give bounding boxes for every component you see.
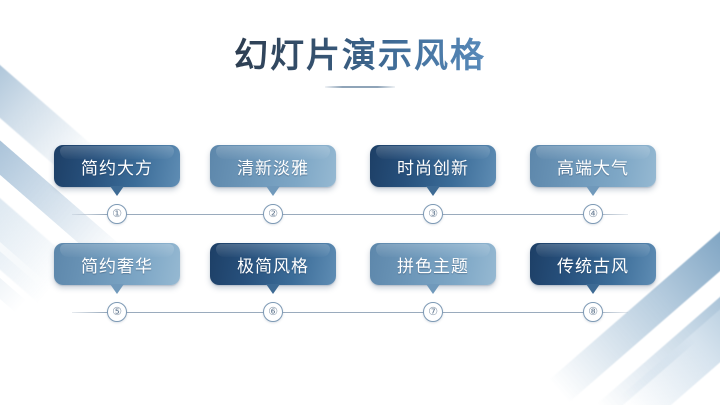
title-block: 幻灯片演示风格: [0, 36, 720, 89]
chip-cell-8: 传统古风 ⑧: [530, 243, 656, 322]
chip-label-3: 时尚创新: [397, 158, 469, 178]
chip-button-1[interactable]: 简约大方: [54, 145, 180, 187]
chip-cell-5: 简约奢华 ⑤: [54, 243, 180, 322]
chip-cell-3: 时尚创新 ③: [370, 145, 496, 224]
chip-cell-2: 清新淡雅 ②: [210, 145, 336, 224]
chip-pointer-6: [266, 284, 280, 294]
timeline-axis-2: [72, 312, 628, 313]
chip-row-1: 简约大方 ① 清新淡雅 ② 时尚创新 ③ 高端大气 ④: [0, 145, 720, 225]
chip-cell-6: 极简风格 ⑥: [210, 243, 336, 322]
chip-pointer-3: [426, 186, 440, 196]
chip-button-4[interactable]: 高端大气: [530, 145, 656, 187]
chip-label-8: 传统古风: [557, 256, 629, 276]
page-title: 幻灯片演示风格: [234, 37, 486, 75]
step-number-8: ⑧: [583, 302, 603, 322]
chip-pointer-4: [586, 186, 600, 196]
chip-cell-1: 简约大方 ①: [54, 145, 180, 224]
chip-button-6[interactable]: 极简风格: [210, 243, 336, 285]
chip-pointer-2: [266, 186, 280, 196]
chip-label-6: 极简风格: [237, 256, 309, 276]
chip-pointer-1: [110, 186, 124, 196]
chip-button-2[interactable]: 清新淡雅: [210, 145, 336, 187]
step-number-4: ④: [583, 204, 603, 224]
chip-button-3[interactable]: 时尚创新: [370, 145, 496, 187]
chip-button-7[interactable]: 拼色主题: [370, 243, 496, 285]
chip-pointer-5: [110, 284, 124, 294]
chip-cell-4: 高端大气 ④: [530, 145, 656, 224]
chip-label-1: 简约大方: [81, 158, 153, 178]
chip-label-7: 拼色主题: [397, 256, 469, 276]
chip-label-2: 清新淡雅: [237, 158, 309, 178]
chip-button-5[interactable]: 简约奢华: [54, 243, 180, 285]
step-number-1: ①: [107, 204, 127, 224]
step-number-5: ⑤: [107, 302, 127, 322]
step-number-3: ③: [423, 204, 443, 224]
step-number-2: ②: [263, 204, 283, 224]
chip-row-2: 简约奢华 ⑤ 极简风格 ⑥ 拼色主题 ⑦ 传统古风 ⑧: [0, 243, 720, 323]
chip-pointer-8: [586, 284, 600, 294]
step-number-6: ⑥: [263, 302, 283, 322]
chip-cell-7: 拼色主题 ⑦: [370, 243, 496, 322]
chip-pointer-7: [426, 284, 440, 294]
chip-label-4: 高端大气: [557, 158, 629, 178]
chip-button-8[interactable]: 传统古风: [530, 243, 656, 285]
title-underline: [325, 86, 395, 89]
chip-label-5: 简约奢华: [81, 256, 153, 276]
timeline-axis-1: [72, 214, 628, 215]
step-number-7: ⑦: [423, 302, 443, 322]
bottom-right-ribbon-4: [681, 349, 720, 405]
